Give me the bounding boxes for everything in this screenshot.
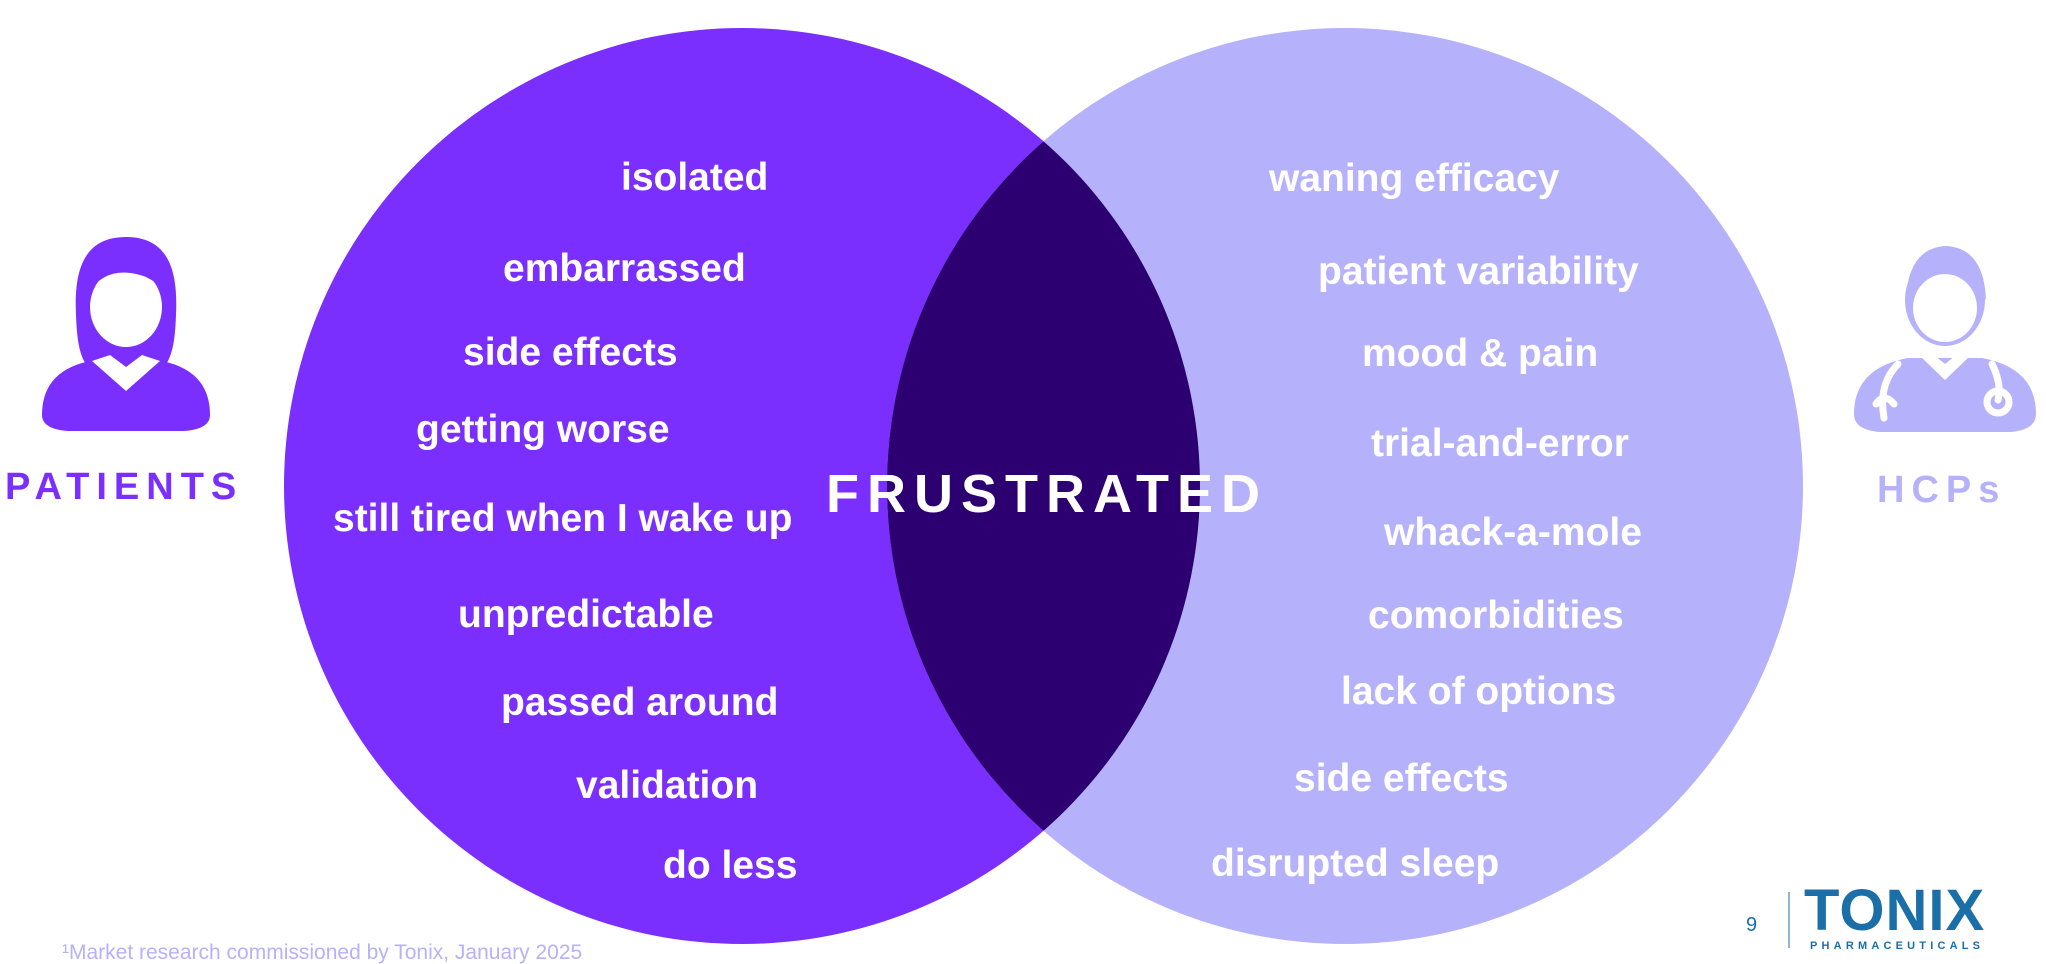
doctor-stethoscope-icon <box>1854 246 2036 432</box>
patients-label: PATIENTS <box>5 466 244 508</box>
hcps-word-lack-of-options: lack of options <box>1341 670 1617 713</box>
patients-word-getting-worse: getting worse <box>416 408 670 451</box>
patients-word-embarrassed: embarrassed <box>503 247 746 290</box>
overlap-label: FRUSTRATED <box>826 464 1268 524</box>
hcps-word-whack-a-mole: whack-a-mole <box>1384 511 1642 554</box>
patients-word-unpredictable: unpredictable <box>458 593 714 636</box>
hcps-word-mood-pain: mood & pain <box>1362 332 1599 375</box>
overlap-region <box>887 28 1200 944</box>
patients-word-side-effects: side effects <box>463 331 678 374</box>
hcps-word-side-effects: side effects <box>1294 757 1509 800</box>
page-number: 9 <box>1746 914 1758 936</box>
hcps-word-comorbidities: comorbidities <box>1368 594 1624 637</box>
tonix-logo: TONIX <box>1804 878 1986 943</box>
female-patient-icon <box>42 237 210 431</box>
patients-word-still-tired: still tired when I wake up <box>333 497 793 540</box>
tonix-logo-tagline: PHARMACEUTICALS <box>1810 940 1985 952</box>
hcps-word-disrupted-sleep: disrupted sleep <box>1211 842 1500 885</box>
footnote: ¹Market research commissioned by Tonix, … <box>62 941 583 964</box>
hcps-word-patient-variability: patient variability <box>1318 250 1639 293</box>
patients-word-passed-around: passed around <box>501 681 779 724</box>
patients-word-validation: validation <box>576 764 759 807</box>
hcps-word-waning-efficacy: waning efficacy <box>1269 157 1560 200</box>
patients-word-do-less: do less <box>663 844 798 887</box>
patients-word-isolated: isolated <box>621 156 769 199</box>
hcps-word-trial-and-error: trial-and-error <box>1371 422 1629 465</box>
hcps-label: HCPs <box>1877 469 2007 511</box>
footer-divider <box>1788 892 1790 948</box>
